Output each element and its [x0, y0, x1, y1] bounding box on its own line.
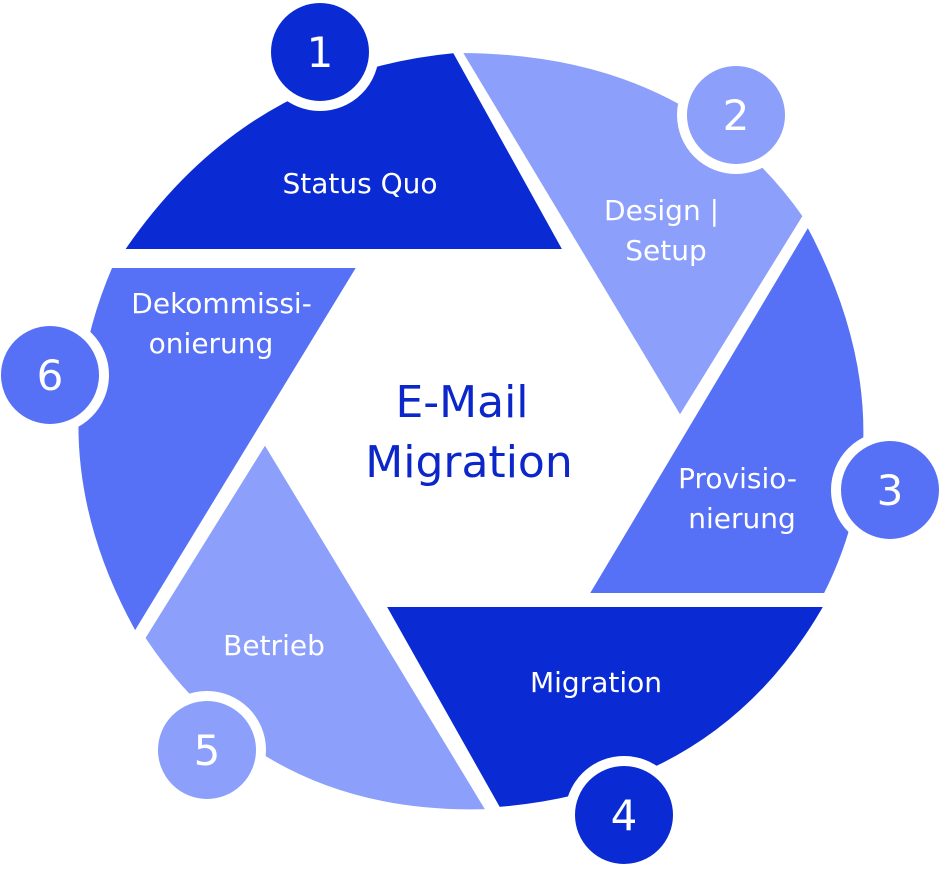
center-title: E-Mail Migration	[365, 377, 572, 488]
step-badge-3: 3	[831, 431, 944, 549]
segment-6	[72, 262, 364, 639]
badge-3-number: 3	[877, 466, 904, 515]
badge-6-number: 6	[37, 351, 64, 400]
badge-6-circle	[0, 316, 109, 434]
segment-6-label: Dekommissi- onierung	[131, 287, 320, 360]
badge-5-circle	[148, 691, 266, 809]
badge-4-circle	[565, 756, 683, 873]
step-badge-4: 4	[565, 756, 683, 873]
segment-3	[582, 219, 870, 599]
badge-3-circle	[831, 431, 944, 549]
badge-5-number: 5	[194, 726, 221, 775]
segment-1	[117, 47, 570, 255]
badge-4-number: 4	[611, 791, 638, 840]
segment-4-label: Migration	[530, 666, 662, 699]
badge-2-number: 2	[723, 91, 750, 140]
step-badge-1: 1	[261, 0, 379, 111]
badge-1-number: 1	[307, 28, 334, 77]
step-badge-6: 6	[0, 316, 109, 434]
segment-1-label: Status Quo	[282, 167, 437, 200]
segment-5-label: Betrieb	[223, 629, 325, 662]
step-badge-5: 5	[148, 691, 266, 809]
step-badge-2: 2	[677, 56, 795, 174]
badge-2-circle	[677, 56, 795, 174]
badge-1-circle	[261, 0, 379, 111]
segment-4	[379, 601, 831, 813]
segment-3-label: Provisio- nierung	[678, 462, 806, 535]
segment-2-label: Design | Setup	[604, 194, 728, 267]
